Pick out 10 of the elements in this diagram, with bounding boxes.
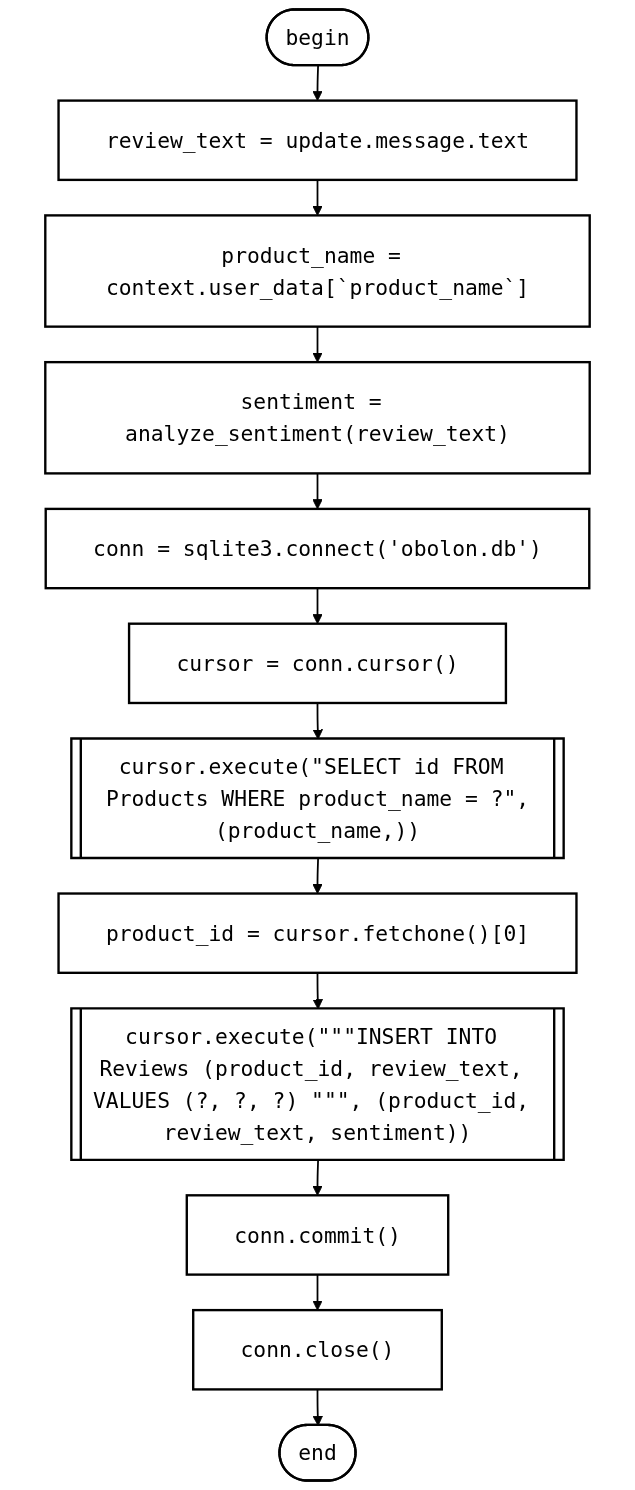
node-box: cursor = conn.cursor() [127, 622, 508, 705]
node-box: conn.close() [192, 1308, 443, 1391]
node-box: product_id = cursor.fetchone()[0] [57, 892, 578, 974]
node-box: conn.commit() [185, 1194, 450, 1276]
arrow [312, 179, 323, 216]
node-box: sentiment = analyze_sentiment(review_text) [44, 360, 591, 475]
node-box: product_name = context.user_data[`product_name`] [44, 214, 591, 328]
node-box: conn = sqlite3.connect('obolon.db') [44, 507, 591, 590]
arrow [312, 1159, 323, 1196]
node-box: review_text = update.message.text [57, 99, 578, 182]
